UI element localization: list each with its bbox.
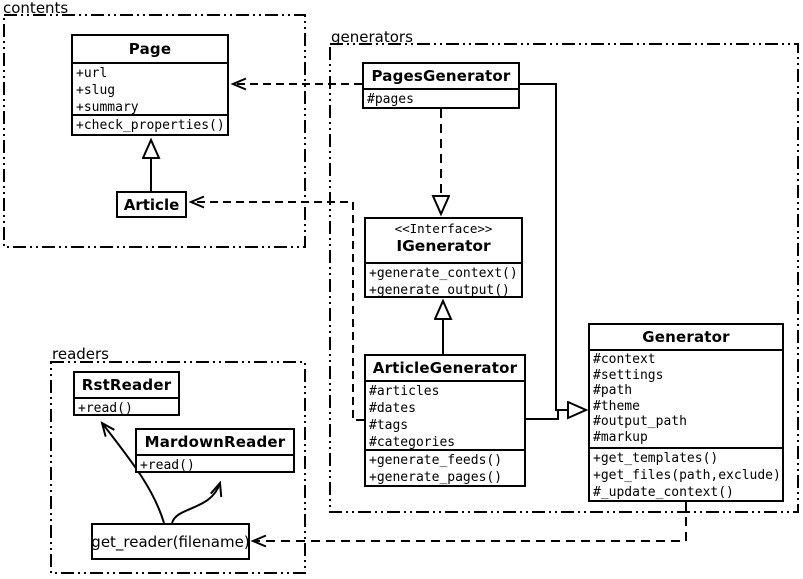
class-attribute: #tags bbox=[369, 418, 409, 433]
mardownreader-methods: +read() bbox=[137, 454, 293, 474]
package-border-contents bbox=[3, 14, 306, 248]
class-attribute: #theme bbox=[593, 398, 640, 414]
class-title-articlegenerator: ArticleGenerator bbox=[372, 359, 518, 377]
class-box-rstreader: RstReader +read() bbox=[73, 371, 180, 416]
arrow-articlegenerator-to-article bbox=[191, 202, 364, 421]
arrow-getreader-to-mardownreader bbox=[171, 483, 220, 524]
class-title-mardownreader: MardownReader bbox=[144, 433, 286, 451]
class-attribute: #dates bbox=[369, 401, 416, 416]
class-method: +read() bbox=[140, 458, 195, 473]
function-box-get-reader: get_reader(filename) bbox=[91, 523, 250, 560]
page-attributes: +url +slug +summary bbox=[73, 62, 227, 114]
class-attribute: +slug bbox=[76, 83, 116, 98]
class-box-mardownreader: MardownReader +read() bbox=[135, 428, 295, 473]
class-title-page: Page bbox=[128, 40, 172, 58]
class-box-igenerator: <<Interface>> IGenerator +generate_conte… bbox=[364, 217, 523, 298]
pagesgenerator-attributes: #pages bbox=[364, 88, 518, 108]
articlegenerator-methods: +generate_feeds() +generate_pages() bbox=[366, 449, 524, 486]
igenerator-methods: +generate_context() +generate_output() bbox=[366, 262, 521, 299]
class-attribute: #context bbox=[593, 352, 656, 367]
package-label-readers: readers bbox=[52, 345, 109, 363]
class-method: +read() bbox=[78, 401, 133, 416]
class-attribute: #output_path bbox=[593, 414, 687, 429]
class-attribute: +url bbox=[76, 66, 108, 81]
page-methods: +check_properties() bbox=[73, 114, 227, 134]
class-box-generator: Generator #context #settings #path #them… bbox=[588, 323, 784, 502]
class-method: #_update_context() bbox=[593, 485, 734, 500]
class-title-igenerator: IGenerator bbox=[396, 237, 491, 255]
arrow-generator-to-getreader bbox=[253, 502, 687, 541]
class-attribute: +summary bbox=[76, 100, 139, 114]
class-attribute: #pages bbox=[367, 92, 414, 107]
class-method: +check_properties() bbox=[76, 118, 225, 133]
class-title-rstreader: RstReader bbox=[81, 376, 172, 394]
class-attribute: #settings bbox=[593, 367, 664, 383]
generator-attributes: #context #settings #path #theme #output_… bbox=[590, 349, 782, 447]
class-method: +generate_output() bbox=[369, 283, 510, 298]
igenerator-header: <<Interface>> IGenerator bbox=[366, 219, 521, 262]
rstreader-methods: +read() bbox=[75, 397, 178, 417]
package-border-readers bbox=[50, 361, 306, 574]
class-method: +get_templates() bbox=[593, 451, 719, 466]
class-attribute: #markup bbox=[593, 429, 648, 445]
class-title-pagesgenerator: PagesGenerator bbox=[371, 67, 511, 85]
class-box-article: Article bbox=[116, 191, 187, 218]
class-method: +generate_feeds() bbox=[369, 453, 503, 468]
class-method: +get_files(path,exclude) bbox=[593, 468, 781, 483]
class-attribute: #categories bbox=[369, 435, 456, 449]
class-attribute: #articles bbox=[369, 384, 440, 399]
articlegenerator-attributes: #articles #dates #tags #categories bbox=[366, 380, 524, 449]
class-attribute: #path bbox=[593, 383, 633, 398]
arrow-articlegenerator-to-generator bbox=[526, 410, 559, 420]
class-box-pagesgenerator: PagesGenerator #pages bbox=[362, 62, 520, 109]
class-method: +generate_pages() bbox=[369, 470, 503, 485]
package-label-generators: generators bbox=[331, 28, 413, 46]
class-box-articlegenerator: ArticleGenerator #articles #dates #tags … bbox=[364, 354, 526, 487]
class-stereotype: <<Interface>> bbox=[394, 221, 493, 236]
package-label-contents: contents bbox=[3, 0, 69, 17]
class-box-page: Page +url +slug +summary +check_properti… bbox=[71, 34, 229, 136]
class-title-generator: Generator bbox=[642, 328, 730, 346]
package-border-generators bbox=[329, 43, 799, 513]
arrow-getreader-to-rstreader bbox=[102, 423, 165, 524]
arrow-pagesgenerator-to-generator bbox=[520, 83, 586, 410]
generator-methods: +get_templates() +get_files(path,exclude… bbox=[590, 447, 782, 501]
class-method: +generate_context() bbox=[369, 266, 518, 281]
